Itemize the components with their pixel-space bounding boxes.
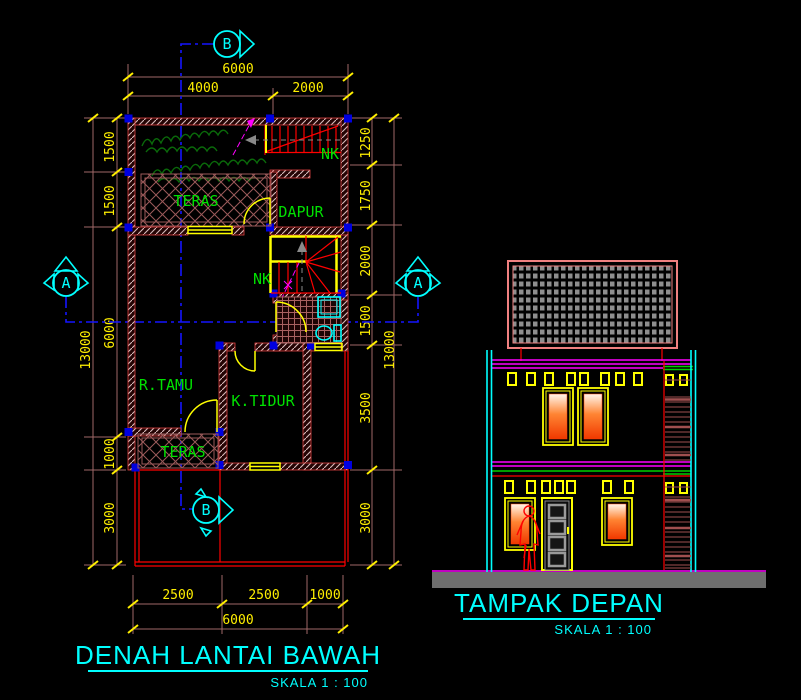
dim-bottom-2: 1000 (309, 588, 340, 603)
room-label-nk-top: NK (321, 145, 339, 163)
dimension-chain-left: 1500 1500 6000 1000 3000 13000 (79, 113, 126, 570)
dim-right-3: 1500 (359, 305, 374, 336)
dim-left-2: 6000 (103, 317, 118, 348)
room-label-teras-bottom: TERAS (160, 443, 205, 461)
vents-first-floor (504, 480, 688, 494)
svg-text:B: B (222, 35, 231, 53)
dim-right-1: 1750 (359, 180, 374, 211)
louvre-strip (663, 361, 691, 570)
section-marker-b-top: B (213, 29, 256, 59)
section-marker-a-right: A (394, 255, 442, 297)
teras-top-area (140, 173, 272, 227)
section-line-a (65, 296, 419, 323)
plan-title: DENAH LANTAI BAWAH (75, 640, 381, 670)
room-label-teras-top: TERAS (173, 192, 218, 210)
plan-walls (127, 117, 349, 471)
elevation-scale-label: SKALA 1 : 100 (554, 622, 652, 637)
roof (507, 260, 678, 361)
dimension-chain-top: 6000 4000 2000 (122, 62, 354, 114)
stairs-upper-flight (245, 125, 341, 154)
room-label-r-tamu: R.TAMU (139, 376, 193, 394)
dim-right-0: 1250 (359, 127, 374, 158)
dim-bottom-total: 6000 (222, 613, 253, 628)
dim-left-0: 1500 (103, 131, 118, 162)
elevation-title: TAMPAK DEPAN (454, 588, 664, 618)
floor-bands (432, 359, 766, 572)
stair-cut-symbols (232, 118, 300, 309)
stairs-mid-flight (269, 235, 342, 294)
dim-right-4: 3500 (359, 392, 374, 423)
room-label-dapur: DAPUR (278, 203, 324, 221)
dim-bottom-0: 2500 (162, 588, 193, 603)
dim-top-2000: 2000 (292, 81, 323, 96)
vents-second-floor (507, 372, 688, 386)
dim-left-3: 1000 (103, 438, 118, 469)
window-first-floor-right (601, 497, 633, 546)
dim-right-total: 13000 (383, 330, 398, 369)
section-marker-a-left: A (42, 255, 90, 297)
dim-top-4000: 4000 (187, 81, 218, 96)
plan-scale-label: SKALA 1 : 100 (270, 675, 368, 690)
svg-text:A: A (61, 274, 70, 292)
room-label-nk-mid: NK (253, 270, 271, 288)
toilet-fixture (315, 325, 333, 341)
human-figure (516, 505, 541, 571)
room-label-k-tidur: K.TIDUR (231, 392, 295, 410)
corner-posts (486, 350, 697, 572)
window-second-floor-right (577, 387, 609, 446)
dimension-chain-right: 1250 1750 2000 1500 3500 3000 13000 (350, 113, 402, 570)
dim-right-5: 3000 (359, 502, 374, 533)
window-second-floor-left (542, 387, 574, 446)
section-line-b (180, 43, 214, 510)
shower-fixture (317, 296, 341, 318)
ground-strip (432, 572, 766, 588)
svg-text:A: A (413, 274, 422, 292)
entry-door (541, 497, 573, 571)
dim-left-1: 1500 (103, 185, 118, 216)
toilet-tank (333, 324, 342, 342)
floor-plan: 6000 4000 2000 1500 1500 6000 1000 3000 … (42, 29, 442, 690)
dim-left-4: 3000 (103, 502, 118, 533)
dim-top-total: 6000 (222, 62, 253, 77)
dimension-chain-bottom: 2500 2500 1000 6000 (127, 575, 349, 634)
front-elevation: TAMPAK DEPAN SKALA 1 : 100 (432, 260, 766, 637)
dim-bottom-1: 2500 (248, 588, 279, 603)
section-marker-b-bottom: B (192, 487, 235, 538)
elevation-title-block: TAMPAK DEPAN SKALA 1 : 100 (454, 588, 664, 637)
plan-title-block: DENAH LANTAI BAWAH SKALA 1 : 100 (75, 640, 381, 690)
svg-text:B: B (201, 501, 210, 519)
shower-fixture-inner (320, 299, 338, 315)
plan-openings (184, 197, 343, 471)
dim-left-total: 13000 (79, 330, 94, 369)
dim-right-2: 2000 (359, 245, 374, 276)
teras-bottom-area (137, 433, 219, 469)
